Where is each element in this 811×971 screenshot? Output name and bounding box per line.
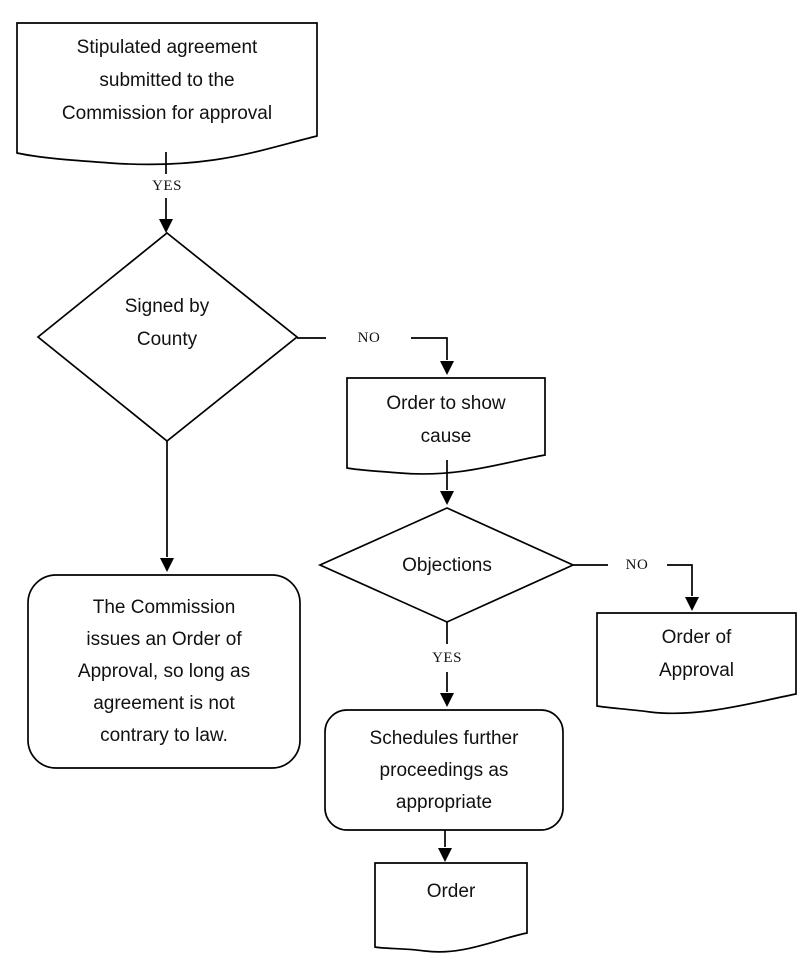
process-shape-schedules-proceedings bbox=[324, 709, 564, 831]
arrowhead-signed-no bbox=[440, 361, 454, 375]
arrowhead-signed-to-commission-order bbox=[160, 558, 174, 572]
document-shape-order-to-show-cause bbox=[346, 377, 546, 475]
node-text-commission-issues-order: The Commission issues an Order of Approv… bbox=[77, 597, 251, 746]
document-shape-order-of-approval bbox=[596, 612, 797, 715]
node-text-signed-by-county: Signed by County bbox=[124, 296, 210, 350]
arrowhead-objections-no bbox=[685, 597, 699, 611]
node-text-stipulated-agreement: Stipulated agreement submitted to the Co… bbox=[61, 36, 273, 124]
arrowhead-schedules-to-order bbox=[438, 848, 452, 862]
connector-objections-no-right-segment bbox=[667, 564, 693, 596]
document-shape-order bbox=[374, 862, 528, 953]
arrowhead-showcause-to-objections bbox=[440, 491, 454, 505]
node-text-order-to-show-cause: Order to show cause bbox=[386, 393, 506, 447]
arrowhead-stipulated-to-signed bbox=[159, 219, 173, 233]
node-text-objections: Objections bbox=[402, 554, 492, 576]
node-text-schedules-proceedings: Schedules further proceedings as appropr… bbox=[369, 728, 519, 813]
node-text-order-of-approval: Order of Approval bbox=[659, 627, 734, 681]
edge-label-signed-no: NO bbox=[357, 329, 381, 346]
node-text-order: Order bbox=[426, 880, 476, 902]
process-shape-commission-issues-order bbox=[27, 574, 301, 769]
arrowhead-objections-yes bbox=[440, 693, 454, 707]
document-shape-stipulated-agreement bbox=[16, 22, 318, 166]
edge-label-signed-yes: YES bbox=[152, 177, 182, 194]
edge-label-objections-yes: YES bbox=[432, 649, 462, 666]
edge-label-objections-no: NO bbox=[625, 556, 649, 573]
connector-signed-no-right-segment bbox=[411, 337, 448, 360]
